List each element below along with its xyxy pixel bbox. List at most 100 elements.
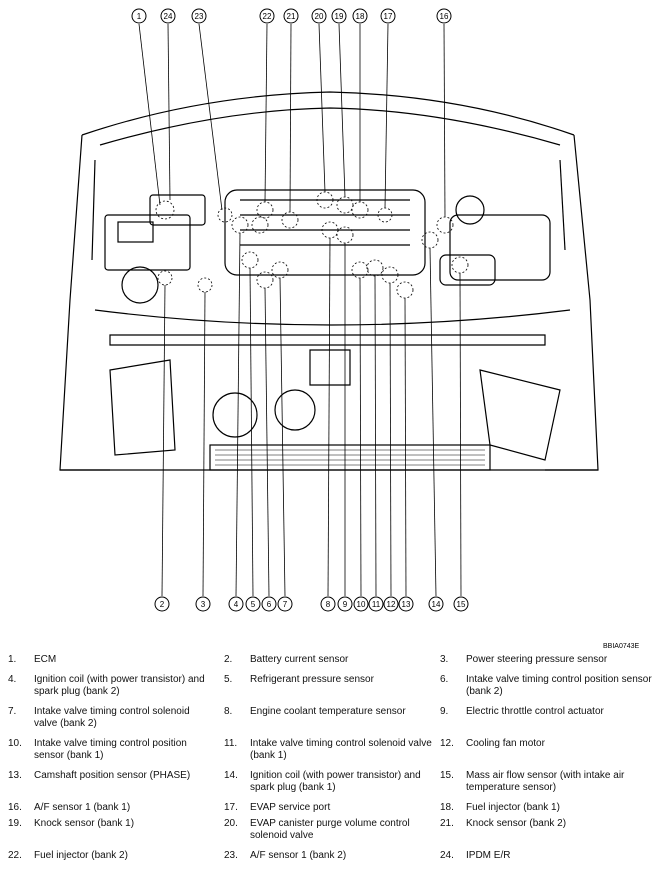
legend-number: 14. <box>224 770 238 781</box>
callout-circle-3 <box>195 596 211 612</box>
legend-number: 19. <box>8 818 22 829</box>
locator-af-bank2 <box>217 207 233 223</box>
callout-circle-15 <box>453 596 469 612</box>
callout-number-23: 23 <box>195 12 204 21</box>
leader-11 <box>374 275 377 597</box>
legend-text: Refrigerant pressure sensor <box>250 674 374 685</box>
callout-number-3: 3 <box>201 600 206 609</box>
callout-number-2: 2 <box>160 600 165 609</box>
legend-number: 9. <box>440 706 449 717</box>
callout-number-21: 21 <box>287 12 296 21</box>
legend-text: Battery current sensor <box>250 654 349 665</box>
legend-text: IPDM E/R <box>466 850 511 861</box>
callout-circle-12 <box>383 596 399 612</box>
callout-circle-13 <box>398 596 414 612</box>
legend-text: Ignition coil (with power transistor) an… <box>34 674 205 697</box>
callout-number-15: 15 <box>457 600 466 609</box>
legend-number: 2. <box>224 654 233 665</box>
legend-text: EVAP service port <box>250 802 331 813</box>
callout-number-17: 17 <box>384 12 393 21</box>
callout-number-8: 8 <box>326 600 331 609</box>
radiator <box>209 444 491 471</box>
legend-number: 10. <box>8 738 22 749</box>
locator-battery-sensor <box>157 270 173 286</box>
legend-text: Knock sensor (bank 2) <box>466 818 567 829</box>
leader-lines <box>138 23 462 597</box>
air-duct <box>439 254 496 286</box>
legend-text: ECM <box>34 654 57 665</box>
callout-circle-8 <box>320 596 336 612</box>
leader-2 <box>161 284 166 597</box>
leader-5 <box>249 267 254 597</box>
locator-ps-sensor <box>197 277 213 293</box>
left-fender <box>59 134 110 471</box>
battery <box>104 214 191 271</box>
leader-22 <box>264 23 268 203</box>
legend-text: Cooling fan motor <box>466 738 545 749</box>
callout-circle-17 <box>380 8 396 24</box>
legend-number: 7. <box>8 706 17 717</box>
leader-12 <box>389 282 392 597</box>
callout-number-6: 6 <box>267 600 272 609</box>
reservoir-cap <box>121 266 159 304</box>
leader-6 <box>264 287 270 597</box>
callout-number-16: 16 <box>440 12 449 21</box>
callout-number-7: 7 <box>283 600 288 609</box>
front-crossmember <box>109 334 546 346</box>
callout-circle-2 <box>154 596 170 612</box>
leader-3 <box>202 291 206 597</box>
leader-16 <box>443 23 446 218</box>
legend-number: 15. <box>440 770 454 781</box>
part-locator-marks <box>155 191 469 299</box>
legend-number: 1. <box>8 654 17 665</box>
legend-number: 16. <box>8 802 22 813</box>
leader-15 <box>459 272 462 597</box>
locator-ivt-sol-bank1 <box>366 259 384 277</box>
legend-text: Power steering pressure sensor <box>466 654 608 665</box>
legend-text: EVAP canister purge volume control solen… <box>250 818 410 841</box>
legend-text: Camshaft position sensor (PHASE) <box>34 770 191 781</box>
right-hood-strut <box>559 159 566 251</box>
callout-number-14: 14 <box>432 600 441 609</box>
callout-number-22: 22 <box>263 12 272 21</box>
legend-text: A/F sensor 1 (bank 2) <box>250 850 347 861</box>
legend-number: 8. <box>224 706 233 717</box>
callout-number-5: 5 <box>251 600 256 609</box>
leader-14 <box>429 247 437 597</box>
hood-latch <box>309 349 351 386</box>
leader-23 <box>198 23 223 211</box>
callout-circle-24 <box>160 8 176 24</box>
legend-number: 6. <box>440 674 449 685</box>
locator-ivt-pos-bank1 <box>351 261 369 279</box>
leader-13 <box>404 297 407 597</box>
callout-number-18: 18 <box>356 12 365 21</box>
leader-7 <box>279 277 286 597</box>
air-cleaner <box>449 214 551 281</box>
legend-text: Intake valve timing control position sen… <box>466 674 652 697</box>
callout-circle-1 <box>131 8 147 24</box>
left-hood-strut <box>91 159 96 261</box>
legend-number: 24. <box>440 850 454 861</box>
legend-text: Ignition coil (with power transistor) an… <box>250 770 421 793</box>
callout-number-1: 1 <box>137 12 142 21</box>
callout-number-12: 12 <box>387 600 396 609</box>
legend-number: 3. <box>440 654 449 665</box>
radiator-hatch <box>215 449 485 466</box>
callout-number-10: 10 <box>357 600 366 609</box>
callout-circle-11 <box>368 596 384 612</box>
callout-circle-20 <box>311 8 327 24</box>
legend-number: 13. <box>8 770 22 781</box>
battery-top <box>117 221 154 243</box>
callout-circle-23 <box>191 8 207 24</box>
callout-circle-6 <box>261 596 277 612</box>
radiator-support <box>94 309 571 326</box>
callout-circle-5 <box>245 596 261 612</box>
legend-text: Knock sensor (bank 1) <box>34 818 135 829</box>
legend-number: 18. <box>440 802 454 813</box>
legend-text: Mass air flow sensor (with intake air te… <box>466 770 625 793</box>
leader-21 <box>289 23 292 213</box>
legend-number: 12. <box>440 738 454 749</box>
leader-8 <box>327 237 331 597</box>
leader-20 <box>318 23 326 193</box>
callout-number-9: 9 <box>343 600 348 609</box>
